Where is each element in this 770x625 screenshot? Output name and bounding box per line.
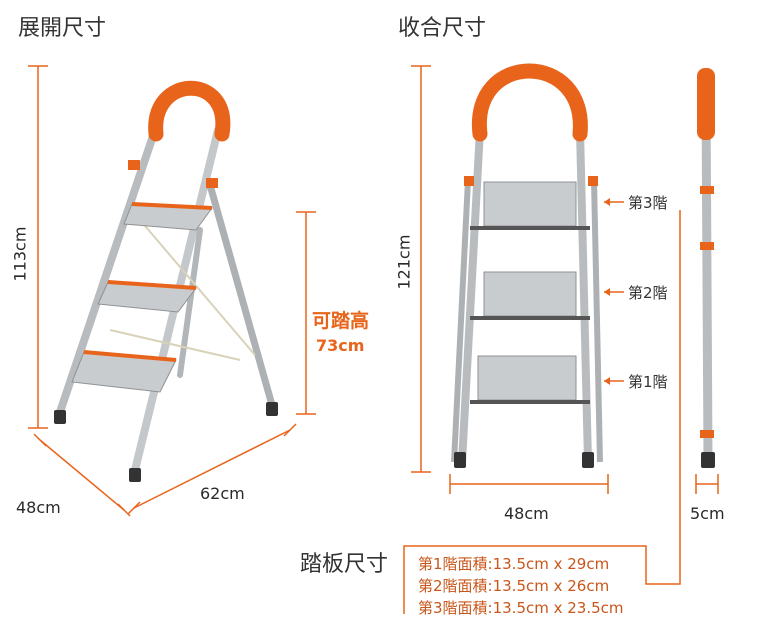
unfolded-ladder	[28, 65, 316, 517]
folded-thickness-label: 5cm	[690, 504, 725, 523]
unfolded-depth-label: 48cm	[16, 498, 61, 517]
reach-label: 可踏高	[312, 310, 370, 332]
title-unfolded: 展開尺寸	[18, 16, 107, 41]
folded-ladder	[411, 63, 624, 494]
tread-spec-3: 第3階面積:13.5cm x 23.5cm	[418, 599, 624, 617]
step-2-label: 第2階	[628, 284, 668, 302]
title-folded: 收合尺寸	[398, 16, 487, 41]
step-3-label: 第3階	[628, 194, 668, 212]
unfolded-length-label: 62cm	[200, 484, 245, 503]
folded-height-label: 121cm	[394, 234, 414, 290]
title-tread: 踏板尺寸	[300, 552, 389, 577]
spec-bracket	[403, 210, 681, 614]
step-1-label: 第1階	[628, 373, 668, 391]
tread-spec-2: 第2階面積:13.5cm x 26cm	[418, 577, 610, 595]
unfolded-height-label: 113cm	[10, 226, 30, 282]
folded-width-label: 48cm	[504, 504, 549, 523]
tread-spec-1: 第1階面積:13.5cm x 29cm	[418, 555, 610, 573]
reach-value: 73cm	[316, 336, 365, 355]
side-ladder	[695, 68, 719, 494]
